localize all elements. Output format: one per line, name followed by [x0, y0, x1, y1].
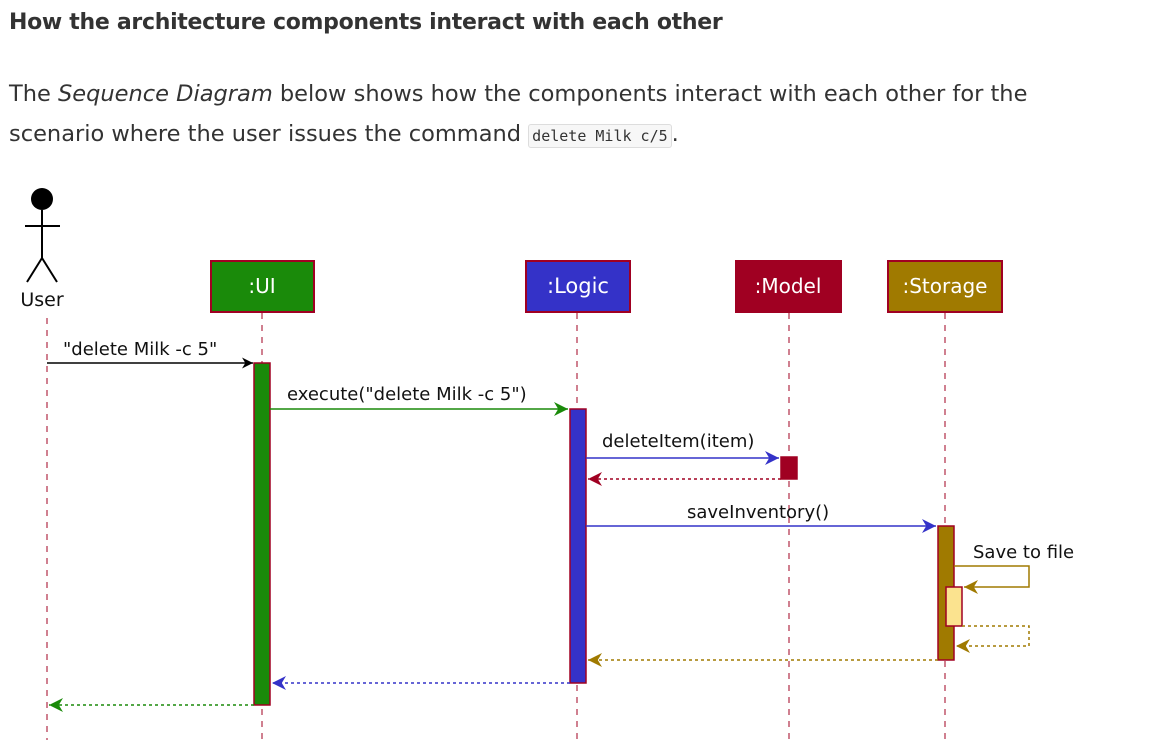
msg-user-to-ui-label: "delete Milk -c 5"	[63, 339, 217, 360]
participant-storage-label: :Storage	[903, 274, 988, 298]
msg-storage-self-label: Save to file	[973, 542, 1074, 563]
participant-ui-label: :UI	[248, 274, 275, 298]
activation-logic	[569, 408, 587, 684]
return-storage-self-arrow	[956, 625, 1030, 653]
intro-text-end: .	[671, 121, 679, 147]
activation-storage-inner	[945, 586, 963, 627]
msg-logic-to-model-label: deleteItem(item)	[602, 431, 754, 452]
msg-ui-to-logic-label: execute("delete Milk -c 5")	[287, 384, 527, 405]
participant-model: :Model	[735, 260, 842, 313]
intro-text-before: The	[9, 81, 58, 107]
intro-emphasis: Sequence Diagram	[58, 81, 273, 107]
lifelines	[46, 313, 946, 740]
section-heading: How the architecture components interact…	[9, 10, 723, 35]
participant-logic-label: :Logic	[547, 274, 609, 298]
intro-text-after: below shows how the components interact …	[9, 81, 1028, 147]
command-code: delete Milk c/5	[528, 124, 672, 148]
participant-ui: :UI	[210, 260, 315, 313]
participant-logic: :Logic	[525, 260, 631, 313]
intro-paragraph: The Sequence Diagram below shows how the…	[9, 74, 1109, 156]
actor-label: User	[20, 289, 63, 311]
activation-ui	[253, 362, 271, 706]
participant-storage: :Storage	[887, 260, 1003, 313]
msg-storage-self-arrow	[954, 565, 1030, 594]
actor-user: User	[20, 188, 64, 311]
actor-head	[31, 188, 53, 210]
activation-model	[780, 456, 798, 480]
msg-logic-to-storage-label: saveInventory()	[687, 502, 829, 523]
participant-model-label: :Model	[755, 274, 822, 298]
